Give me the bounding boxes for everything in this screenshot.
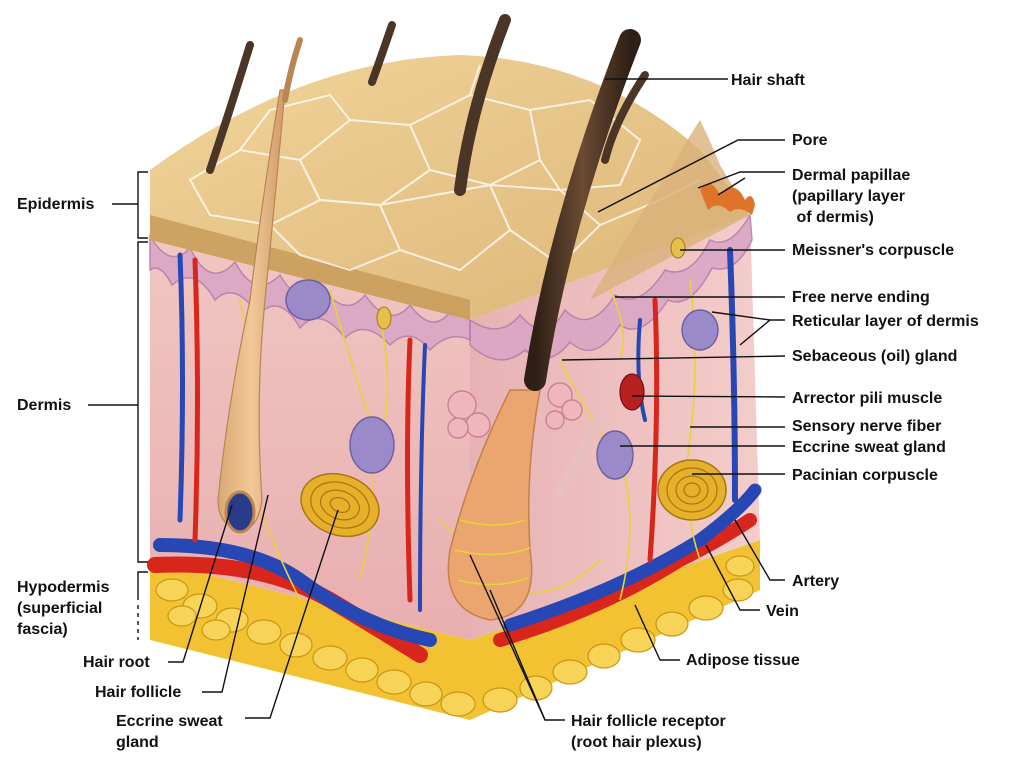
- adipose-tissue-layer: [150, 540, 760, 720]
- label-hypodermis: Hypodermis (superficial fascia): [17, 577, 109, 640]
- label-sensory-nerve-fiber: Sensory nerve fiber: [792, 418, 942, 435]
- skin-ridge: [590, 120, 750, 300]
- label-pacinian-corpuscle: Pacinian corpuscle: [792, 467, 938, 484]
- arrector-pili-muscle: [555, 373, 645, 495]
- label-hair-shaft: Hair shaft: [731, 72, 805, 89]
- dermal-papillae: [700, 183, 755, 215]
- sebaceous-glands: [447, 382, 583, 453]
- label-hair-follicle: Hair follicle: [95, 684, 182, 701]
- label-eccrine-sweat-gland-right: Eccrine sweat gland: [792, 439, 946, 456]
- label-dermal-papillae-line-1: Dermal papillae: [792, 167, 911, 184]
- blood-vessels: [147, 247, 762, 663]
- label-epidermis: Epidermis: [17, 196, 95, 213]
- label-hypodermis-line-2: (superficial: [17, 600, 103, 617]
- label-reticular-layer: Reticular layer of dermis: [792, 313, 979, 330]
- label-hypodermis-line-3: fascia): [17, 621, 68, 638]
- label-pore: Pore: [792, 132, 828, 149]
- label-hair-root: Hair root: [83, 654, 150, 671]
- label-hair-follicle-receptor-line-2: (root hair plexus): [571, 734, 702, 751]
- label-eccrine-sweat-gland-bottom-line-1: Eccrine sweat: [116, 713, 223, 730]
- sweat-gland-coils: [285, 279, 719, 480]
- pacinian-corpuscle-right: [657, 459, 727, 521]
- hair-root-bulb: [224, 490, 256, 534]
- label-meissners-corpuscle: Meissner's corpuscle: [792, 242, 955, 259]
- label-arrector-pili: Arrector pili muscle: [792, 390, 943, 407]
- leader-lines: [88, 78, 786, 721]
- label-dermal-papillae: Dermal papillae (papillary layer of derm…: [792, 165, 910, 228]
- label-hair-follicle-receptor: Hair follicle receptor (root hair plexus…: [571, 711, 726, 753]
- hair-follicle-receptor-plexus: [454, 519, 531, 586]
- label-sebaceous-gland: Sebaceous (oil) gland: [792, 348, 958, 365]
- epidermis-front-cut: [150, 170, 470, 320]
- label-vein: Vein: [766, 603, 799, 620]
- label-dermal-papillae-line-2: (papillary layer: [792, 188, 905, 205]
- label-hypodermis-line-1: Hypodermis: [17, 579, 110, 596]
- label-free-nerve-ending: Free nerve ending: [792, 289, 930, 306]
- label-hair-follicle-receptor-line-1: Hair follicle receptor: [571, 713, 726, 730]
- label-dermis: Dermis: [17, 397, 72, 414]
- label-eccrine-sweat-gland-bottom: Eccrine sweat gland: [116, 711, 223, 753]
- label-adipose-tissue: Adipose tissue: [686, 652, 800, 669]
- meissners-corpuscles: [376, 237, 686, 330]
- hair-shafts: [206, 14, 649, 391]
- label-eccrine-sweat-gland-bottom-line-2: gland: [116, 734, 159, 751]
- label-dermal-papillae-line-3: of dermis): [792, 209, 874, 226]
- hair-follicle-center: [447, 389, 541, 621]
- label-artery: Artery: [792, 573, 840, 590]
